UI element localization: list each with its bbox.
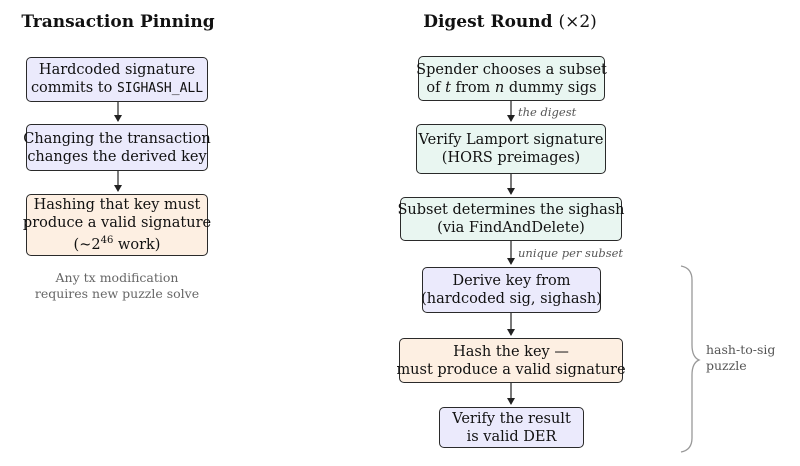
right-box3-line2: (via FindAndDelete) [437, 220, 585, 236]
right-box-verify-der: Verify the result is valid DER [439, 407, 584, 448]
left-box3-line2: produce a valid signature [22, 215, 212, 232]
right-box1-line1: Spender chooses a subset [416, 61, 607, 78]
right-box-hash-the-key: Hash the key — must produce a valid sign… [396, 338, 626, 383]
left-box1-line2: commits to SIGHASH_ALL [30, 80, 204, 96]
puzzle-brace [680, 265, 701, 453]
right-title-multiplier: (×2) [558, 12, 597, 32]
left-diagram-title: Transaction Pinning [21, 12, 215, 32]
edge-label-unique-per-subset: unique per subset [518, 246, 624, 260]
right-box6-line1: Verify the result [452, 410, 571, 427]
right-box-spender-subset: Spender chooses a subset of t from n dum… [416, 56, 607, 101]
right-box-subset-sighash: Subset determines the sighash (via FindA… [397, 197, 625, 241]
left-box2-line2: changes the derived key [27, 148, 207, 165]
brace-label-hash-to-sig: hash-to-sig puzzle [706, 342, 775, 374]
right-box5-line1: Hash the key — [453, 343, 569, 360]
left-note: Any tx modification requires new puzzle … [26, 270, 208, 302]
right-box-verify-lamport: Verify Lamport signature (HORS preimages… [416, 124, 606, 174]
right-diagram-title: Digest Round (×2) [410, 12, 610, 32]
right-box3-line1: Subset determines the sighash [397, 202, 625, 218]
left-box1-line1: Hardcoded signature [38, 62, 196, 78]
brace-label-line1: hash-to-sig [706, 342, 776, 357]
left-box-hashing-key: Hashing that key must produce a valid si… [22, 194, 212, 256]
left-note-line1: Any tx modification [55, 270, 179, 285]
right-box2-line2: (HORS preimages) [441, 150, 581, 166]
right-box1-line2: of t from n dummy sigs [426, 79, 597, 96]
left-box3-line3: (~246 work) [73, 235, 161, 253]
right-box6-line2: is valid DER [466, 428, 557, 445]
right-box5-line2: must produce a valid signature [396, 361, 626, 378]
left-box2-line1: Changing the transaction [23, 130, 211, 147]
left-box-hardcoded-signature: Hardcoded signature commits to SIGHASH_A… [26, 57, 208, 102]
right-box4-line2: (hardcoded sig, sighash) [421, 291, 602, 307]
left-box3-line1: Hashing that key must [33, 197, 201, 214]
left-note-line2: requires new puzzle solve [34, 286, 200, 301]
right-title-text: Digest Round [423, 12, 553, 32]
brace-label-line2: puzzle [706, 358, 747, 373]
right-box-derive-key: Derive key from (hardcoded sig, sighash) [421, 267, 602, 313]
right-box4-line1: Derive key from [452, 273, 571, 289]
left-box-changing-transaction: Changing the transaction changes the der… [23, 124, 211, 171]
edge-label-the-digest: the digest [518, 105, 577, 119]
right-box2-line1: Verify Lamport signature [418, 132, 604, 148]
